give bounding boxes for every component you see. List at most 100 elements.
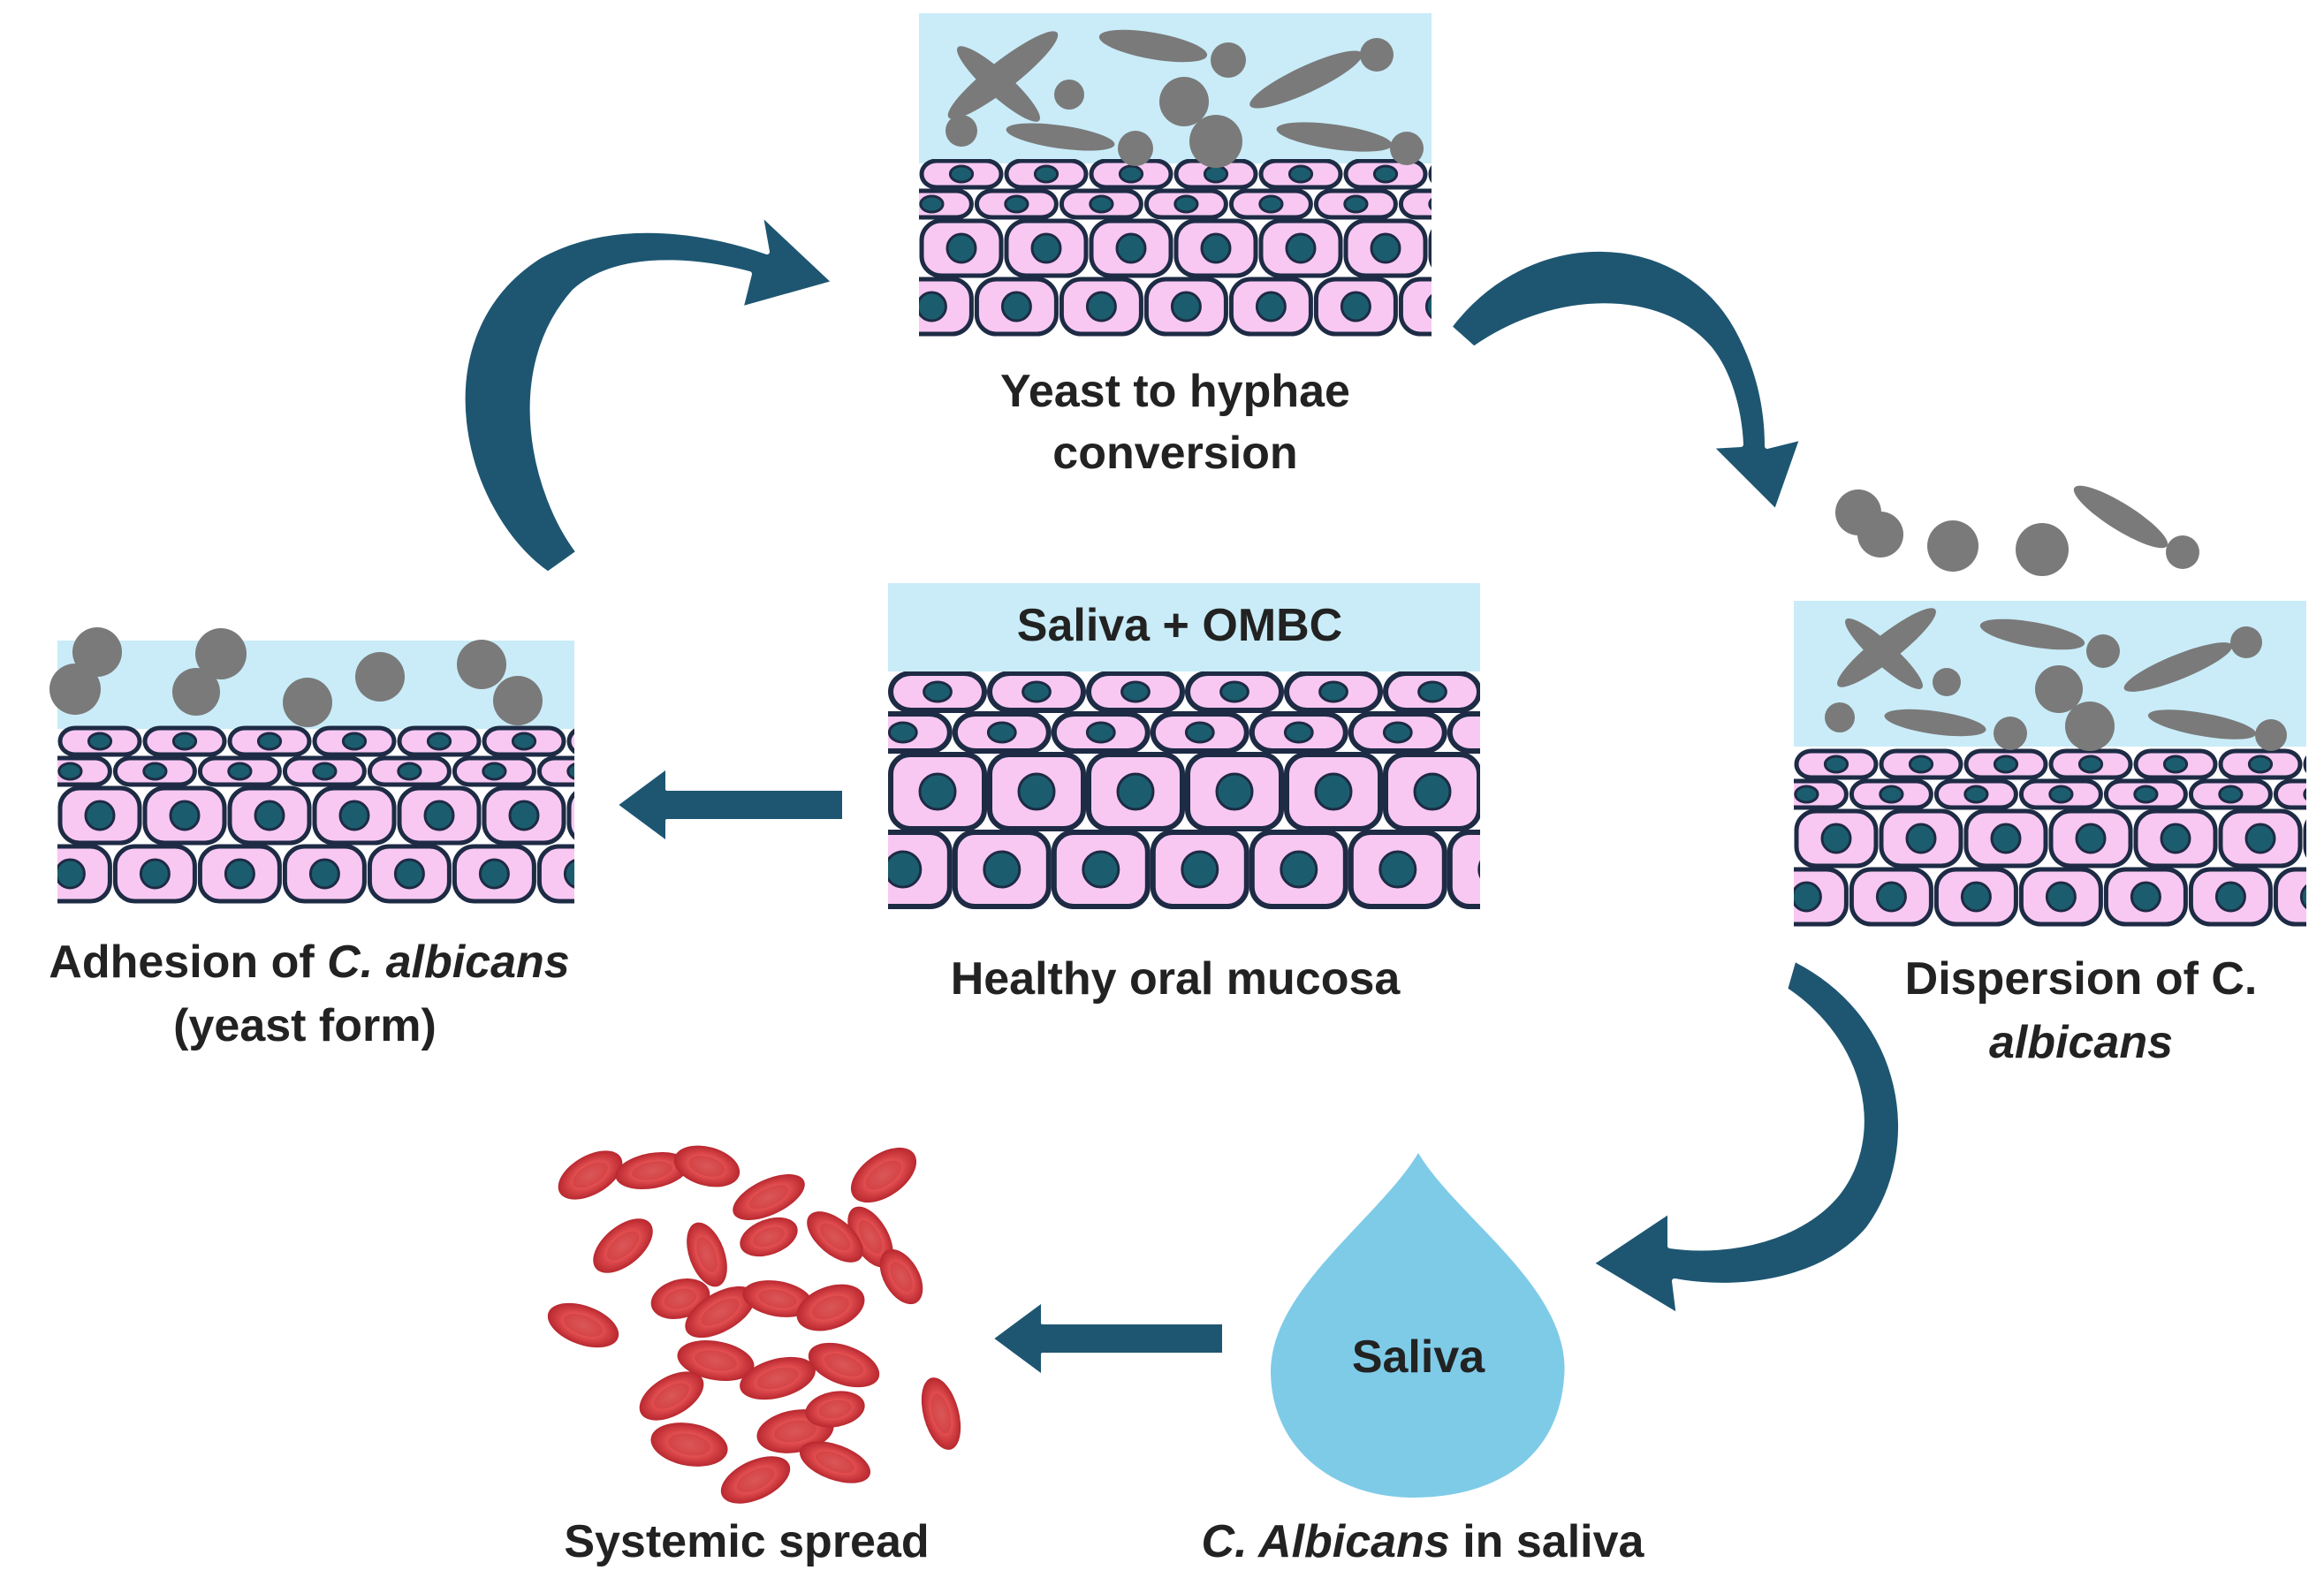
red-blood-cell-center xyxy=(668,1433,710,1456)
cell-nucleus xyxy=(1378,850,1417,889)
top-label-line1: Yeast to hyphae xyxy=(1000,366,1350,417)
cell-nucleus xyxy=(1085,291,1117,322)
cell-nucleus xyxy=(1255,291,1287,322)
cell-nucleus xyxy=(397,762,422,781)
top-label-line2: conversion xyxy=(1052,428,1297,479)
cell-nucleus xyxy=(2244,823,2276,854)
cell-nucleus xyxy=(1258,194,1284,214)
epithelial-cell xyxy=(536,844,574,904)
cell-nucleus xyxy=(918,772,957,811)
left-label-line2: (yeast form) xyxy=(173,1000,437,1051)
red-blood-cell-center xyxy=(756,1367,799,1390)
cell-nucleus xyxy=(87,732,113,751)
right-label-line2: albicans xyxy=(1989,1017,2173,1068)
red-blood-cells-icon xyxy=(547,1145,961,1504)
cell-nucleus xyxy=(254,800,285,831)
red-blood-cell-center xyxy=(818,1400,852,1419)
cell-nucleus xyxy=(1000,291,1032,322)
cell-nucleus xyxy=(1483,723,1510,742)
cell-nucleus xyxy=(1456,234,1485,262)
cell-nucleus xyxy=(84,800,116,831)
epithelial-cell xyxy=(1398,188,1432,220)
cell-nucleus xyxy=(1085,721,1116,744)
cell-nucleus xyxy=(1382,721,1413,744)
epithelial-cell xyxy=(2303,755,2306,774)
red-blood-cell-center xyxy=(819,1223,851,1251)
cell-nucleus xyxy=(57,858,86,890)
red-blood-cell-center xyxy=(774,1420,816,1443)
cell-nucleus xyxy=(1905,823,1937,854)
epithelial-cell xyxy=(2273,867,2306,927)
cell-nucleus xyxy=(2303,787,2306,801)
cell-nucleus xyxy=(597,733,619,749)
cell-nucleus xyxy=(1287,164,1314,184)
cell-nucleus xyxy=(423,800,455,831)
cell-nucleus xyxy=(256,732,283,751)
drop-label: Saliva xyxy=(1352,1331,1485,1383)
red-blood-cell-center xyxy=(573,1162,608,1188)
cell-nucleus xyxy=(2075,823,2107,854)
cell-nucleus xyxy=(888,721,918,744)
bottom-left-label: Systemic spread xyxy=(564,1516,929,1567)
cell-nucleus xyxy=(1314,772,1353,811)
left-label-line1: Adhesion of C. albicans xyxy=(49,937,569,988)
cell-nucleus xyxy=(1990,823,2022,854)
red-blood-cell-center xyxy=(606,1231,640,1261)
cell-nucleus xyxy=(482,762,507,781)
red-blood-cell-center xyxy=(930,1393,952,1434)
cell-nucleus xyxy=(1219,680,1249,703)
epithelial-cell xyxy=(1398,277,1432,337)
cell-nucleus xyxy=(1082,850,1120,889)
top-hyphae-fungi xyxy=(946,29,1424,168)
cell-nucleus xyxy=(1514,774,1549,809)
red-blood-cell-center xyxy=(816,1451,854,1474)
center-box-label: Saliva + OMBC xyxy=(1017,600,1342,651)
arrow-healthy-to-adhesion xyxy=(614,765,846,845)
cell-nucleus xyxy=(1370,232,1401,264)
cell-nucleus xyxy=(986,721,1017,744)
red-blood-cell-center xyxy=(654,1383,689,1409)
cell-nucleus xyxy=(308,858,340,890)
cell-nucleus xyxy=(142,762,168,781)
cell-nucleus xyxy=(1794,785,1819,804)
cell-nucleus xyxy=(1283,721,1314,744)
cell-nucleus xyxy=(1170,291,1202,322)
cell-nucleus xyxy=(171,732,198,751)
red-blood-cell-center xyxy=(664,1288,697,1309)
cell-nucleus xyxy=(1794,881,1822,913)
cell-nucleus xyxy=(1021,680,1052,703)
top-mucosa-tissue xyxy=(919,159,1485,337)
cell-nucleus xyxy=(2299,884,2306,910)
cell-nucleus xyxy=(1200,232,1232,264)
epithelial-cell xyxy=(1485,673,1578,710)
epithelial-cell xyxy=(2273,778,2306,810)
cell-nucleus xyxy=(1215,772,1254,811)
right-mucosa-tissue xyxy=(1794,748,2306,927)
cell-nucleus xyxy=(1118,164,1144,184)
right-label-line1: Dispersion of C. xyxy=(1905,953,2258,1005)
right-hyphae-fungi xyxy=(1825,608,2287,751)
cell-nucleus xyxy=(341,732,368,751)
cell-nucleus xyxy=(1413,772,1452,811)
arrow-adhesion-to-conversion xyxy=(459,209,838,577)
cell-nucleus xyxy=(2133,785,2159,804)
red-blood-cell-center xyxy=(701,1298,740,1326)
epithelial-cell xyxy=(1447,711,1480,754)
cell-nucleus xyxy=(338,800,370,831)
cell-nucleus xyxy=(2218,785,2244,804)
arrow-dispersion-to-saliva xyxy=(1588,956,1903,1319)
cell-nucleus xyxy=(1424,293,1432,320)
cell-nucleus xyxy=(1004,194,1029,214)
red-blood-cell-center xyxy=(696,1237,718,1272)
cell-nucleus xyxy=(1908,755,1934,774)
epithelial-cell xyxy=(566,728,574,755)
cell-nucleus xyxy=(1184,721,1215,744)
cell-nucleus xyxy=(1120,680,1151,703)
center-label: Healthy oral mucosa xyxy=(951,953,1401,1005)
cell-nucleus xyxy=(919,291,947,322)
red-blood-cell-center xyxy=(865,1160,902,1190)
cell-nucleus xyxy=(1459,166,1481,182)
red-blood-cell-center xyxy=(688,1156,725,1177)
